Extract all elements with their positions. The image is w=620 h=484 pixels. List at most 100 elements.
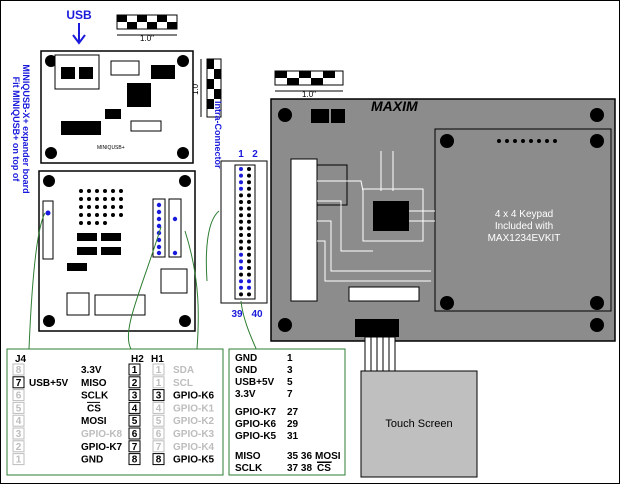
keypad-line3: MAX1234EVKIT xyxy=(488,233,561,244)
intra-connector-pins xyxy=(239,167,251,297)
h2-pin-label: GND xyxy=(81,455,103,466)
h1-pin-number: 6 xyxy=(156,429,162,440)
h1-pin-label: GPIO-K1 xyxy=(173,403,215,414)
intra-pin-number: 27 xyxy=(287,407,299,418)
evkit-board xyxy=(270,98,616,342)
h1-pin-number: 3 xyxy=(156,391,162,402)
intra-pin xyxy=(239,219,243,224)
intra-pin xyxy=(247,239,251,244)
intra-pin xyxy=(239,246,243,251)
intra-pin xyxy=(239,259,243,264)
usb-label: USB xyxy=(66,8,92,22)
fit-label-line2: MINIQUSB-X+ expander board xyxy=(21,64,31,193)
pin-table-right xyxy=(228,348,346,476)
h2-pin-number: 7 xyxy=(132,442,138,453)
pin-table-row: 2 7 7 GPIO-K7 GPIO-K4 xyxy=(12,440,215,453)
scale-label-right: 1.0" xyxy=(302,90,316,99)
intra-pin xyxy=(247,173,251,178)
j4-pin-number: 6 xyxy=(16,391,22,402)
scale-bar-top xyxy=(116,14,178,36)
j4-pin-number: 7 xyxy=(16,378,22,389)
intra-pin-number: 7 xyxy=(287,389,293,400)
h1-pin-label: SDA xyxy=(173,365,194,376)
h1-pin-number: 7 xyxy=(156,442,162,453)
intra-pin-name: GPIO-K6 xyxy=(235,419,277,430)
intra-pin xyxy=(239,285,243,290)
h2-pin-number: 3 xyxy=(132,391,138,402)
intra-pin xyxy=(247,292,251,297)
h2-pin-number: 8 xyxy=(132,455,138,466)
miso-name: MISO xyxy=(235,451,261,462)
h1-pin-number: 1 xyxy=(156,378,162,389)
intra-pin xyxy=(239,226,243,231)
j4-pin-number: 2 xyxy=(16,442,22,453)
intra-pin xyxy=(239,213,243,218)
intra-pin-number: 1 xyxy=(287,353,293,364)
h1-header: H1 xyxy=(151,354,164,365)
intra-pin xyxy=(239,239,243,244)
intra-pin xyxy=(247,200,251,204)
h1-pin-label: SCL xyxy=(173,378,193,389)
maxim-logo: MAXIM xyxy=(371,98,418,114)
h2-header: H2 xyxy=(131,354,144,365)
pin-table-left xyxy=(6,348,224,476)
intra-pin xyxy=(239,279,243,284)
h1-pin-label: GPIO-K4 xyxy=(173,442,215,453)
touch-screen xyxy=(360,370,478,478)
sclk-pins: 37 38 xyxy=(287,463,312,474)
intra-pin-name: GND xyxy=(235,365,257,376)
h1-pin-number: 5 xyxy=(156,416,162,427)
intra-pin-number: 31 xyxy=(287,431,299,442)
intra-pin-name: USB+5V xyxy=(235,377,275,388)
j4-header: J4 xyxy=(15,354,27,365)
intra-pin xyxy=(239,252,243,257)
h2-pin-label: SCLK xyxy=(81,391,109,402)
intra-pin xyxy=(247,252,251,257)
h2-pin-label: MOSI xyxy=(81,416,107,427)
flex-cable xyxy=(364,336,396,372)
h1-pin-label: GPIO-K5 xyxy=(173,455,215,466)
h2-pin-label: GPIO-K7 xyxy=(81,442,123,453)
keypad-line2: Included with xyxy=(495,221,553,232)
scale-label-vertical: 1.0" xyxy=(191,81,200,95)
sclk-name: SCLK xyxy=(235,463,263,474)
mosi-name: MOSI xyxy=(315,451,341,462)
intra-pin-name: GPIO-K5 xyxy=(235,431,277,442)
intra-pin-40-label: 40 xyxy=(251,309,263,320)
intra-pin xyxy=(239,233,243,237)
h2-pin-number: 1 xyxy=(132,365,138,376)
h1-pin-number: 1 xyxy=(156,365,162,376)
h1-pin-label: GPIO-K3 xyxy=(173,429,215,440)
intra-pin xyxy=(247,279,251,284)
h1-pin-number: 4 xyxy=(156,403,162,414)
intra-pin xyxy=(239,266,243,270)
intra-pin xyxy=(247,213,251,218)
intra-pin xyxy=(247,266,251,270)
pin-table-row: GPIO-K7 27 xyxy=(235,407,299,418)
intra-pin xyxy=(239,292,243,297)
h2-pin-number: 2 xyxy=(132,378,138,389)
intra-pin-39-label: 39 xyxy=(231,309,243,320)
intra-pin-name: GPIO-K7 xyxy=(235,407,277,418)
intra-pin xyxy=(247,180,251,185)
intra-pin xyxy=(247,233,251,237)
miniqusb-board: MINIQUSB+ xyxy=(40,50,194,164)
j4-pin-label: USB+5V xyxy=(29,378,69,389)
j4-highlight-pin xyxy=(45,210,51,216)
intra-pin xyxy=(247,193,251,198)
h2-pin-label: 3.3V xyxy=(81,365,102,376)
j4-pin-number: 1 xyxy=(16,455,22,466)
intra-pin xyxy=(239,200,243,204)
keypad-line1: 4 x 4 Keypad xyxy=(495,209,553,220)
